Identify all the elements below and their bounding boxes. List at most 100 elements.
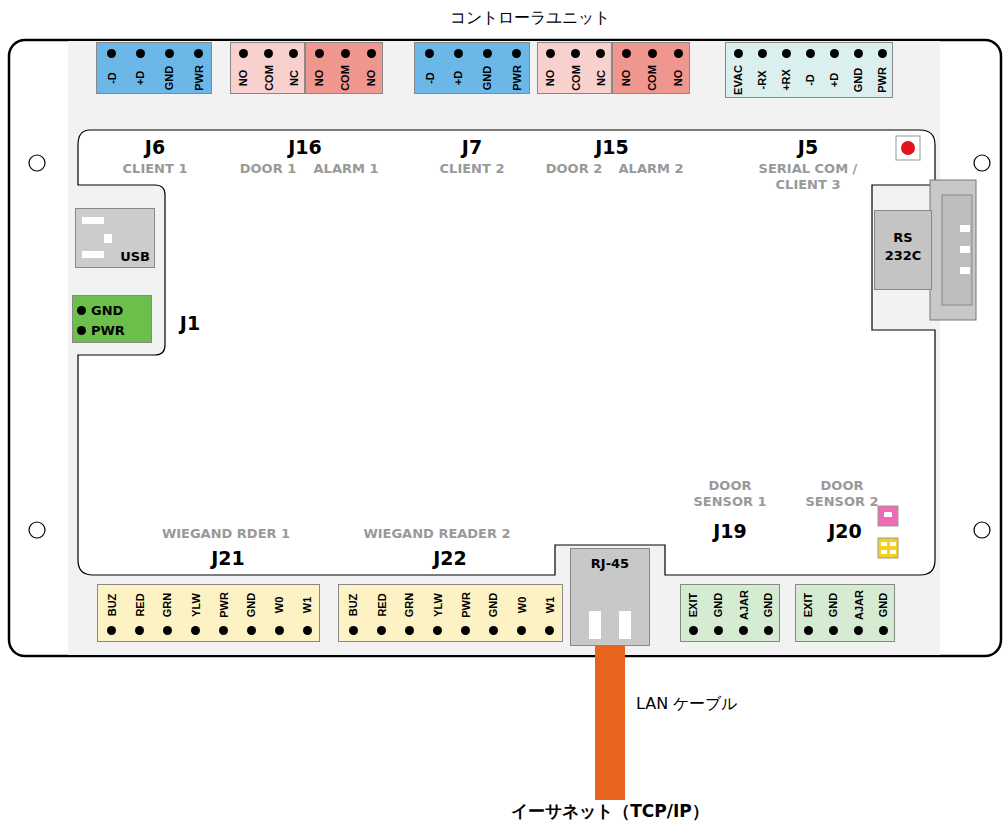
pin-slot: RED bbox=[126, 585, 154, 641]
pin-dot bbox=[239, 49, 248, 58]
pin-label: GND bbox=[852, 68, 864, 92]
pin-slot: AJAR bbox=[846, 585, 871, 641]
pin-slot: EXIT bbox=[796, 585, 821, 641]
pin-slot: GRN bbox=[395, 585, 423, 641]
pin-label: GND bbox=[762, 593, 774, 617]
pin-slot: NO bbox=[538, 43, 563, 93]
pin-slot: -D bbox=[97, 43, 126, 93]
diagram-title: コントローラユニット bbox=[450, 8, 610, 29]
pin-dot bbox=[341, 49, 350, 58]
part-label: イーサネット（TCP/IP） bbox=[511, 800, 709, 823]
pin-slot: RED bbox=[367, 585, 395, 641]
port-box: RJ-45 bbox=[570, 548, 650, 646]
pin-dot bbox=[596, 49, 605, 58]
part-label: J1 bbox=[180, 312, 200, 334]
pin-dot bbox=[764, 626, 773, 635]
db9-connector bbox=[930, 180, 976, 320]
pin-label: AJAR bbox=[738, 590, 750, 620]
pin-slot: +D bbox=[822, 43, 846, 97]
pin-slot: GND bbox=[155, 43, 184, 93]
pin-dot bbox=[433, 626, 442, 635]
pin-slot: NO bbox=[613, 43, 639, 93]
part-label: J20 bbox=[828, 520, 862, 542]
pin-dot bbox=[782, 49, 791, 58]
pin-label: +D bbox=[453, 71, 465, 85]
pin-slot: NC bbox=[281, 43, 306, 93]
pin-dot bbox=[165, 49, 174, 58]
pin-label: -RX bbox=[756, 70, 768, 89]
usb-contact bbox=[104, 234, 112, 243]
pin-label: W1 bbox=[301, 597, 313, 614]
jumper-pin bbox=[884, 512, 892, 517]
part-label: J7 bbox=[462, 136, 482, 158]
pin-slot: NO bbox=[231, 43, 256, 93]
pin-dot bbox=[571, 49, 580, 58]
pin-slot: YLW bbox=[423, 585, 451, 641]
pin-label: NO bbox=[365, 70, 377, 87]
part-label: ALARM 2 bbox=[619, 161, 684, 176]
pin-dot bbox=[77, 306, 86, 315]
pin-dot bbox=[854, 49, 863, 58]
pin-slot: GRN bbox=[154, 585, 182, 641]
pin-slot: NO bbox=[306, 43, 332, 93]
rj45-contact bbox=[619, 611, 631, 639]
pin-slot: +D bbox=[126, 43, 155, 93]
pin-slot: +RX bbox=[774, 43, 798, 97]
reset-button bbox=[896, 136, 920, 160]
pin-label: GND bbox=[163, 66, 175, 90]
pin-label: EVAC bbox=[732, 65, 744, 95]
pin-dot bbox=[461, 626, 470, 635]
pin-slot: GND bbox=[480, 585, 508, 641]
pin-dot bbox=[879, 626, 888, 635]
part-label: DOOR 1 bbox=[240, 161, 296, 176]
part-label: J16 bbox=[288, 136, 322, 158]
pin-label: BUZ bbox=[347, 594, 359, 617]
pin-slot: PWR bbox=[502, 43, 531, 93]
pin-label: EXIT bbox=[802, 593, 814, 617]
part-label: WIEGAND RDER 1 bbox=[162, 526, 290, 541]
pin-dot bbox=[405, 626, 414, 635]
connector-block: BUZREDGRNYLWPWRGNDW0W1 bbox=[97, 584, 320, 642]
pin-dot bbox=[425, 49, 434, 58]
pin-label: COM bbox=[570, 65, 582, 91]
jumper-pin bbox=[881, 550, 887, 554]
usb-contact bbox=[82, 251, 104, 258]
pin-slot: W0 bbox=[508, 585, 536, 641]
usb-contact bbox=[82, 217, 104, 224]
pin-dot bbox=[191, 626, 200, 635]
pin-label: NO bbox=[672, 70, 684, 87]
pin-slot: PWR bbox=[184, 43, 213, 93]
jumper-pin bbox=[881, 542, 887, 546]
pin-slot: BUZ bbox=[339, 585, 367, 641]
connector-block: EXITGNDAJARGND bbox=[680, 584, 780, 642]
pin-label: NO bbox=[238, 70, 250, 87]
pin-slot: BUZ bbox=[98, 585, 126, 641]
db9-pin bbox=[960, 225, 970, 232]
pin-label: W0 bbox=[273, 597, 285, 614]
pin-label: GND bbox=[481, 66, 493, 90]
pin-dot bbox=[806, 49, 815, 58]
pin-label: NC bbox=[594, 70, 606, 86]
pin-dot bbox=[804, 626, 813, 635]
part-label: J6 bbox=[145, 136, 165, 158]
pin-slot: -D bbox=[415, 43, 444, 93]
pin-dot bbox=[758, 49, 767, 58]
pin-label: PWR bbox=[217, 592, 229, 618]
pin-label: BUZ bbox=[106, 594, 118, 617]
port-label: RS 232C bbox=[882, 211, 924, 264]
connector-block: EVAC-RX+RX-D+DGNDPWR bbox=[725, 42, 893, 98]
pin-dot bbox=[714, 626, 723, 635]
pin-dot bbox=[135, 626, 144, 635]
pin-slot: NC bbox=[588, 43, 613, 93]
connector-block: NOCOMNC bbox=[230, 42, 305, 94]
pin-dot bbox=[689, 626, 698, 635]
part-label: J15 bbox=[595, 136, 629, 158]
pin-dot bbox=[489, 626, 498, 635]
port-box: USB bbox=[75, 208, 155, 268]
pin-slot: +D bbox=[444, 43, 473, 93]
pin-dot bbox=[454, 49, 463, 58]
part-label: J19 bbox=[713, 520, 747, 542]
board-inner-area bbox=[68, 41, 940, 655]
part-label: DOOR SENSOR 1 bbox=[690, 478, 770, 509]
mount-hole bbox=[29, 522, 45, 538]
